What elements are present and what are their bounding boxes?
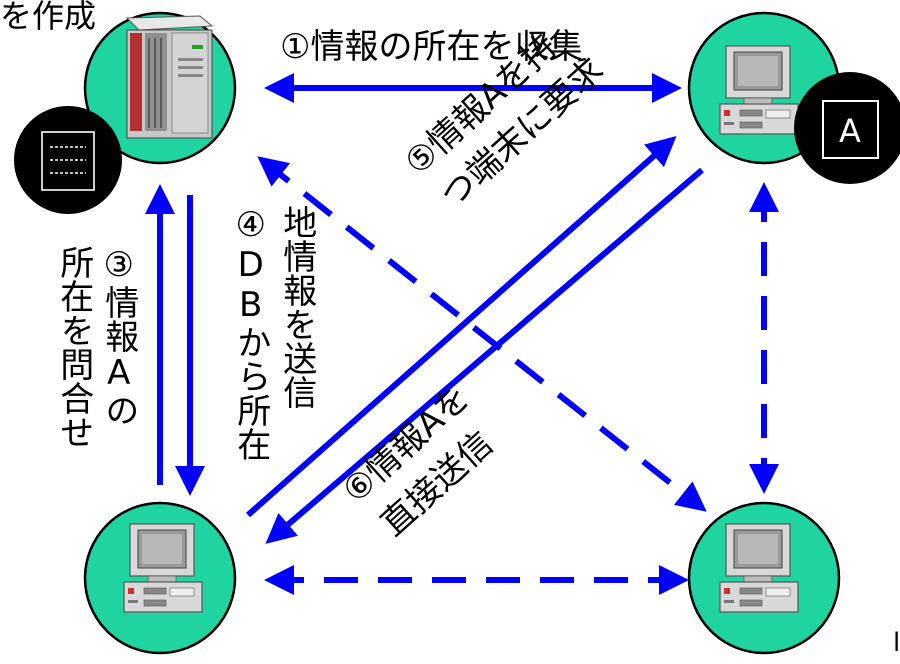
connections <box>145 73 779 595</box>
dashed-server-to-pc-bottom-right <box>257 156 707 512</box>
computer-icon <box>719 45 799 135</box>
arrow-step6-send-direct <box>265 167 704 544</box>
database-list-icon <box>14 106 122 214</box>
computer-icon <box>123 523 203 613</box>
node-pc-bottom-left <box>83 501 237 655</box>
info-a-letter: A <box>839 112 861 150</box>
computer-icon <box>719 523 799 613</box>
info-a-badge: A <box>794 72 900 184</box>
node-server <box>83 11 237 165</box>
server-icon <box>125 15 214 139</box>
node-pc-bottom-right <box>687 501 841 655</box>
